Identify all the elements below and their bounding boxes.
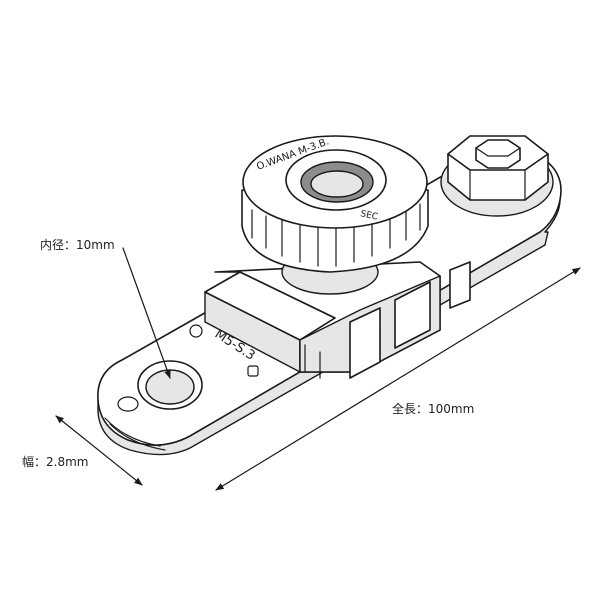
dimension-lines [55, 247, 581, 491]
ring-terminal-hole [117, 360, 203, 412]
inner-diameter-label: 内径：10mm [40, 238, 115, 252]
total-length-label: 全長：100mm [392, 402, 475, 416]
hex-bolt [440, 135, 554, 217]
knob-side-stamp: SEC [359, 209, 378, 222]
width-label: 幅：2.8mm [22, 455, 89, 469]
